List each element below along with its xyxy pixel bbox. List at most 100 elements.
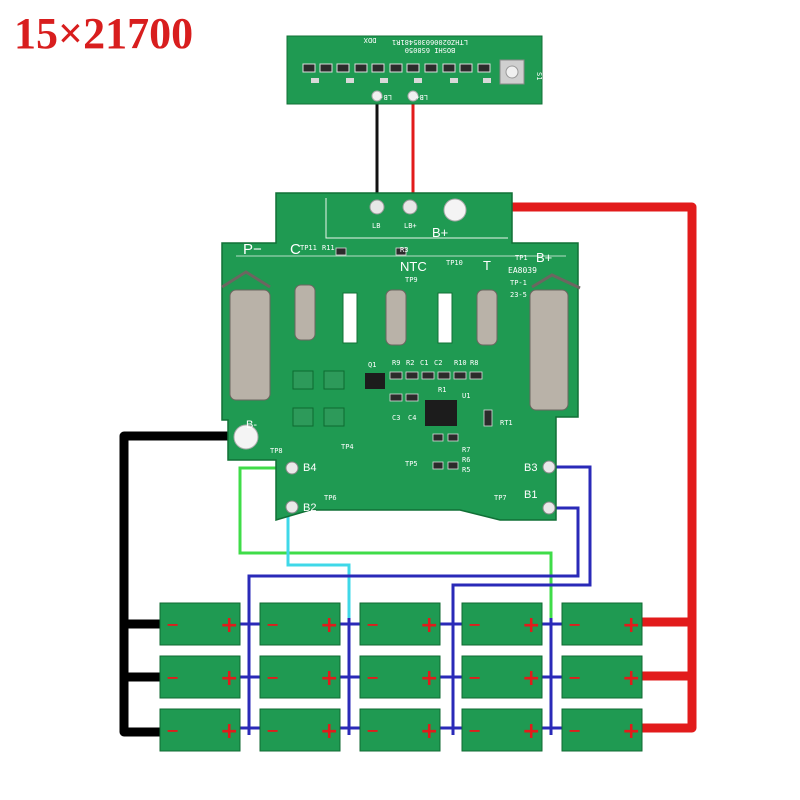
lb-pad	[369, 199, 385, 215]
pad-lb-plus-label: LB+	[415, 93, 428, 101]
column-bus-bars	[240, 618, 562, 735]
label-p-minus: P−	[243, 241, 262, 258]
small-pcb-board: LTHZ020060305481R1 BOSHI 6S8050 DDX	[286, 35, 543, 105]
cell-minus-symbol: −	[468, 615, 481, 634]
label-code: 23-5	[510, 291, 527, 299]
lb-plus-pad	[407, 90, 419, 102]
cell-plus-symbol: +	[320, 666, 338, 691]
cell-plus-symbol: +	[320, 613, 338, 638]
label-tp7: TP7	[494, 494, 507, 502]
cell-plus-symbol: +	[220, 719, 238, 744]
label-q1: Q1	[368, 361, 376, 369]
label-r11: R11	[322, 244, 335, 252]
silk-ddx-text: DDX	[363, 36, 376, 44]
cell-plus-symbol: +	[420, 719, 438, 744]
cell-plus-symbol: +	[220, 613, 238, 638]
label-tp8: TP8	[270, 447, 283, 455]
label-c3: C3	[392, 414, 400, 422]
transistor-q1	[365, 373, 385, 389]
cell-minus-symbol: −	[266, 721, 279, 740]
cell-minus-symbol: −	[568, 721, 581, 740]
battery-cell: −+	[461, 655, 543, 699]
cell-plus-symbol: +	[420, 613, 438, 638]
label-c4: C4	[408, 414, 416, 422]
label-c2: C2	[434, 359, 442, 367]
battery-cell: −+	[259, 602, 341, 646]
label-r9: R9	[392, 359, 400, 367]
label-t: T	[483, 258, 491, 273]
main-smd-components	[335, 247, 493, 470]
battery-cell: −+	[461, 708, 543, 752]
label-c: C	[290, 241, 301, 258]
cell-minus-symbol: −	[166, 615, 179, 634]
label-b1: B1	[524, 489, 537, 501]
battery-cell: −+	[561, 655, 643, 699]
cell-plus-symbol: +	[522, 613, 540, 638]
lb-plus-main-pad	[402, 199, 418, 215]
battery-cell: −+	[259, 708, 341, 752]
label-tp6: TP6	[324, 494, 337, 502]
battery-cell: −+	[259, 655, 341, 699]
label-r7: R7	[462, 446, 470, 454]
bminus-hole	[233, 424, 259, 450]
label-lb-plus: LB+	[404, 222, 417, 230]
tactile-switch	[499, 59, 525, 85]
cell-plus-symbol: +	[522, 719, 540, 744]
label-r8: R8	[470, 359, 478, 367]
battery-cell: −+	[359, 602, 441, 646]
label-ea8039: EA8039	[508, 266, 537, 275]
diagram-title: 15×21700	[14, 9, 194, 58]
cell-plus-symbol: +	[622, 613, 640, 638]
red-bplus-wire	[470, 202, 697, 733]
label-tp4: TP4	[341, 443, 354, 451]
cell-plus-symbol: +	[220, 666, 238, 691]
label-r3: R3	[400, 246, 408, 254]
cell-minus-symbol: −	[266, 668, 279, 687]
label-u1: U1	[462, 392, 470, 400]
battery-cell: −+	[561, 708, 643, 752]
cell-minus-symbol: −	[166, 721, 179, 740]
label-tp1: TP1	[515, 254, 528, 262]
black-bminus-wire	[119, 431, 243, 737]
label-tp10: TP10	[446, 259, 463, 267]
battery-cell: −+	[159, 655, 241, 699]
cell-minus-symbol: −	[366, 668, 379, 687]
label-rt1: RT1	[500, 419, 513, 427]
label-c1: C1	[420, 359, 428, 367]
cell-plus-symbol: +	[622, 666, 640, 691]
blue-b1-wire	[247, 506, 580, 626]
switch-label: S1	[535, 72, 543, 80]
label-tp11: TP11	[300, 244, 317, 252]
ic-u1	[425, 400, 457, 426]
terminal-clips	[221, 270, 581, 411]
battery-cell: −+	[561, 602, 643, 646]
blue-b3-wire	[451, 465, 592, 626]
label-r1: R1	[438, 386, 446, 394]
label-lb: LB	[372, 222, 380, 230]
label-tp-1: TP-1	[510, 279, 527, 287]
cell-grid: −+−+−+−+−+−+−+−+−+−+−+−+−+−+−+	[159, 602, 643, 752]
cell-plus-symbol: +	[522, 666, 540, 691]
cell-minus-symbol: −	[468, 721, 481, 740]
silk-mid-text: BOSHI 6S8050	[405, 46, 456, 54]
battery-cell: −+	[461, 602, 543, 646]
cell-minus-symbol: −	[366, 615, 379, 634]
cell-plus-symbol: +	[320, 719, 338, 744]
cell-minus-symbol: −	[166, 668, 179, 687]
label-tp5: TP5	[405, 460, 418, 468]
label-tp9: TP9	[405, 276, 418, 284]
cell-minus-symbol: −	[568, 668, 581, 687]
cell-minus-symbol: −	[568, 615, 581, 634]
pad-lb-minus-label: LB-	[379, 93, 392, 101]
label-r6: R6	[462, 456, 470, 464]
battery-cell: −+	[359, 708, 441, 752]
label-r5: R5	[462, 466, 470, 474]
cell-plus-symbol: +	[420, 666, 438, 691]
battery-cell: −+	[159, 708, 241, 752]
label-bminus: B-	[246, 419, 257, 431]
battery-cell: −+	[359, 655, 441, 699]
label-ntc: NTC	[400, 259, 427, 274]
cell-plus-symbol: +	[622, 719, 640, 744]
main-pcb-board: P− C B+ T NTC B+ LB LB+ B- B4 B2 B3 B1 T…	[221, 192, 581, 522]
